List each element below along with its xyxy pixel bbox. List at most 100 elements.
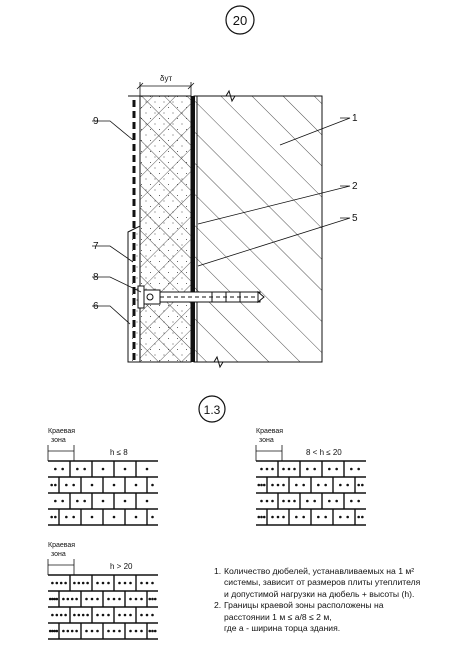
- dowel-dot: [51, 613, 54, 617]
- dowel-dot: [357, 483, 360, 487]
- dowel-dot: [101, 499, 105, 503]
- dowel-dot: [112, 597, 116, 601]
- dowel-dot: [357, 499, 360, 503]
- dowel-dot: [302, 483, 305, 487]
- dowel-dot: [55, 629, 59, 633]
- dowel-dot: [265, 499, 269, 503]
- dowel-dot: [96, 629, 99, 633]
- dowel-dot: [83, 467, 86, 471]
- dowel-dot: [151, 629, 154, 633]
- scheme-number: 1.3: [204, 403, 221, 417]
- dowel-dot: [75, 629, 78, 633]
- dowel-dot: [70, 597, 74, 601]
- dowel-dot: [51, 597, 54, 601]
- dowel-dot: [48, 629, 52, 633]
- dowel-dot: [271, 515, 274, 519]
- dowel-dot: [64, 613, 67, 617]
- dowel-dot: [65, 515, 68, 519]
- dowel-dot: [73, 581, 76, 585]
- dowel-dot: [72, 515, 75, 519]
- note-1-line-3: и допустимой нагрузки на дюбель + высоты…: [224, 588, 415, 599]
- dowel-dot: [66, 597, 70, 601]
- dowel-dot: [53, 629, 56, 633]
- dowel-dot: [96, 613, 99, 617]
- dowel-dot: [265, 467, 269, 471]
- dowel-dot: [90, 515, 94, 519]
- callout-5: 5: [352, 213, 358, 224]
- dowel-dot: [75, 597, 78, 601]
- dowel-dot: [140, 613, 143, 617]
- dowel-dot: [77, 613, 81, 617]
- dowel-dot: [66, 629, 70, 633]
- dowel-dot: [118, 613, 121, 617]
- dowel-dot: [90, 597, 94, 601]
- height-label: 8 < h ≤ 20: [306, 448, 342, 457]
- dowel-dot: [260, 499, 263, 503]
- dowel-dot: [55, 597, 59, 601]
- scheme-panel: Краевая зона h > 20: [47, 542, 158, 640]
- dowel-dot: [357, 515, 360, 519]
- dimension-line: [136, 82, 195, 96]
- dowel-dot: [140, 581, 143, 585]
- dowel-dot: [302, 515, 305, 519]
- dowel-dot: [129, 581, 132, 585]
- callout-9: 9: [93, 116, 99, 127]
- dowel-dot: [346, 483, 349, 487]
- dowel-dot: [64, 581, 67, 585]
- dowel-dot: [112, 629, 116, 633]
- dowel-dot: [295, 515, 298, 519]
- dowel-dot: [317, 483, 320, 487]
- dowel-dot: [140, 629, 143, 633]
- dowel-dot: [59, 613, 63, 617]
- dowel-dot: [151, 597, 154, 601]
- dowel-dot: [287, 467, 291, 471]
- dowel-dot: [145, 613, 149, 617]
- dowel-dot: [112, 515, 116, 519]
- dowel-dot: [276, 515, 280, 519]
- height-label: h > 20: [110, 562, 133, 571]
- note-2-line-2: расстоянии 1 м ≤ a/8 ≤ 2 м,: [224, 611, 332, 622]
- dowel-dot: [53, 597, 56, 601]
- dowel-dot: [324, 515, 327, 519]
- zone-label: зона: [51, 437, 66, 444]
- dowel-dot: [129, 629, 132, 633]
- dowel-dot: [145, 467, 149, 471]
- dowel-dot: [306, 467, 309, 471]
- callout-8: 8: [93, 272, 99, 283]
- zone-label: зона: [51, 551, 66, 558]
- dowel-dot: [271, 467, 274, 471]
- dowel-dot: [346, 515, 349, 519]
- dowel-dot: [123, 467, 127, 471]
- dowel-dot: [271, 483, 274, 487]
- dowel-dot: [77, 581, 81, 585]
- dimension-label: δут: [160, 74, 172, 83]
- dowel-dot: [83, 499, 86, 503]
- dowel-dot: [295, 483, 298, 487]
- zone-label: Краевая: [256, 428, 283, 435]
- dowel-dot: [350, 467, 353, 471]
- dowel-dot: [129, 613, 132, 617]
- zone-label: Краевая: [48, 542, 75, 549]
- dowel-dot: [107, 581, 110, 585]
- dowel-dot: [54, 483, 57, 487]
- wall-section: δут 1 2 5 6 7 8 9: [92, 74, 358, 369]
- dowel-dot: [118, 629, 121, 633]
- dowel-dot: [86, 581, 89, 585]
- notes: 1. Количество дюбелей, устанавливаемых н…: [214, 566, 460, 634]
- dowel-dot: [101, 613, 105, 617]
- adhesive-layer: [191, 96, 195, 362]
- zone-label: Краевая: [48, 428, 75, 435]
- dowel-dot: [145, 499, 149, 503]
- dowel-dot: [134, 629, 138, 633]
- dowel-dot: [61, 467, 64, 471]
- dowel-dot: [335, 499, 338, 503]
- dowel-dot: [59, 581, 63, 585]
- dowel-dot: [361, 483, 364, 487]
- dowel-dot: [62, 597, 65, 601]
- dowel-dot: [260, 515, 263, 519]
- dowel-dot: [96, 597, 99, 601]
